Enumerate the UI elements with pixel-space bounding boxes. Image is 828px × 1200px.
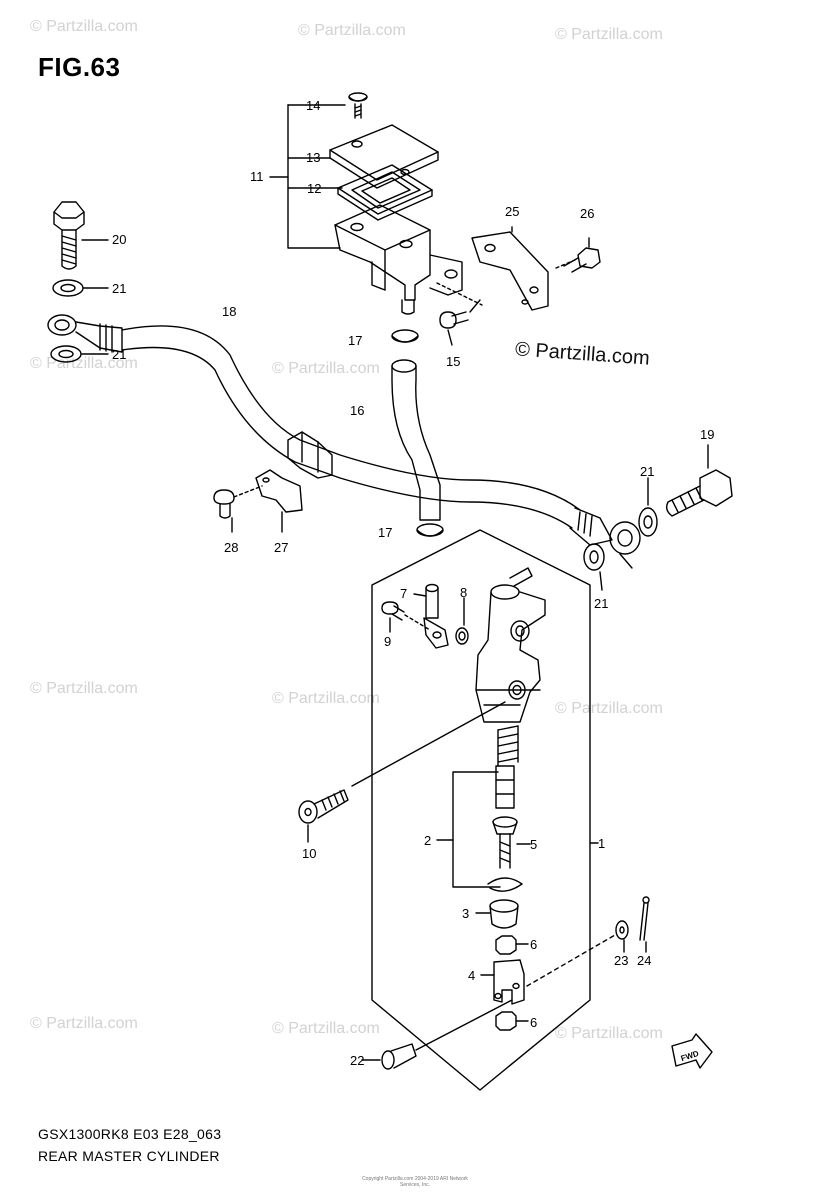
watermark: © Partzilla.com [298, 22, 406, 39]
callout-28: 28 [224, 540, 238, 555]
callout-5: 5 [530, 837, 537, 852]
union-bolt-20 [53, 201, 109, 270]
brake-hose [47, 314, 641, 569]
watermark: © Partzilla.com [555, 26, 663, 43]
dust-boot [475, 899, 519, 929]
washer-21-top [52, 279, 109, 297]
callout-11: 11 [250, 169, 264, 184]
washer-21-mid [50, 345, 109, 363]
cotter-pin [639, 896, 650, 953]
callout-13: 13 [306, 150, 320, 165]
lock-nut-upper [495, 935, 529, 955]
lock-nut-lower [495, 1011, 529, 1031]
watermark: © Partzilla.com [272, 1020, 380, 1037]
callout-21b: 21 [112, 347, 126, 362]
clamp-bolt-28 [213, 485, 263, 533]
washer-21-right [638, 477, 658, 537]
reservoir-cap-screw [348, 92, 368, 119]
watermark: © Partzilla.com [555, 1025, 663, 1042]
union-bolt-19 [665, 444, 733, 517]
callout-17b: 17 [378, 525, 392, 540]
callout-26: 26 [580, 206, 594, 221]
callout-15: 15 [446, 354, 460, 369]
figure-title: FIG.63 [38, 52, 121, 82]
circlip [487, 877, 523, 892]
reservoir-bracket [471, 226, 549, 311]
callout-2: 2 [424, 833, 431, 848]
callout-25: 25 [505, 204, 519, 219]
callout-18: 18 [222, 304, 236, 319]
fwd-arrow [671, 1033, 713, 1069]
watermark: © Partzilla.com [30, 355, 138, 372]
return-spring [497, 725, 519, 767]
clevis [480, 934, 616, 1005]
callout-10: 10 [302, 846, 316, 861]
callout-14: 14 [306, 98, 320, 113]
bracket-bolt [555, 237, 601, 273]
callout-21c: 21 [640, 464, 654, 479]
callout-16: 16 [350, 403, 364, 418]
callout-19: 19 [700, 427, 714, 442]
fine-print: Copyright Partzilla.com 2004-2019 ARI Ne… [362, 1176, 468, 1188]
callout-12: 12 [307, 181, 321, 196]
hose-clamp-27 [255, 469, 303, 533]
watermark: © Partzilla.com [272, 360, 380, 377]
reservoir-assembly [269, 92, 463, 315]
callout-21a: 21 [112, 281, 126, 296]
watermark: © Partzilla.com [30, 18, 138, 35]
callout-7: 7 [400, 586, 407, 601]
watermark: © Partzilla.com [272, 690, 380, 707]
callout-27: 27 [274, 540, 288, 555]
watermark: © Partzilla.com [555, 700, 663, 717]
washer-21-bottom [583, 543, 605, 591]
callout-3: 3 [462, 906, 469, 921]
reservoir-hose [391, 329, 444, 537]
callout-17: 17 [348, 333, 362, 348]
mounting-bolt [298, 701, 506, 843]
model-code: GSX1300RK8 E03 E28_063 [38, 1126, 222, 1142]
callout-22: 22 [350, 1053, 364, 1068]
pushrod [492, 816, 531, 869]
inlet-fitting [413, 583, 449, 649]
watermark: © Partzilla.com [30, 1015, 138, 1032]
o-ring [455, 597, 469, 645]
callout-labels: 1 2 3 4 5 6 6 7 8 9 10 11 12 13 14 15 16… [112, 98, 714, 1068]
reservoir-cap [329, 124, 439, 181]
callout-6b: 6 [530, 1015, 537, 1030]
assembly-boundary [371, 529, 591, 1091]
clevis-pin [361, 999, 513, 1070]
fitting-screw [381, 601, 431, 633]
washer-23 [615, 920, 629, 953]
assembly-name: REAR MASTER CYLINDER [38, 1148, 220, 1164]
callout-6: 6 [530, 937, 537, 952]
callout-8: 8 [460, 585, 467, 600]
callout-21d: 21 [594, 596, 608, 611]
watermark: © Partzilla.com [30, 680, 138, 697]
callout-9: 9 [384, 634, 391, 649]
master-cylinder-body [475, 567, 546, 723]
callout-24: 24 [637, 953, 651, 968]
piston-set [436, 765, 515, 888]
reservoir-body [334, 204, 431, 301]
callout-4: 4 [468, 968, 475, 983]
callout-23: 23 [614, 953, 628, 968]
callout-1: 1 [598, 836, 605, 851]
callout-20: 20 [112, 232, 126, 247]
reservoir-mount-bolt [436, 282, 483, 346]
